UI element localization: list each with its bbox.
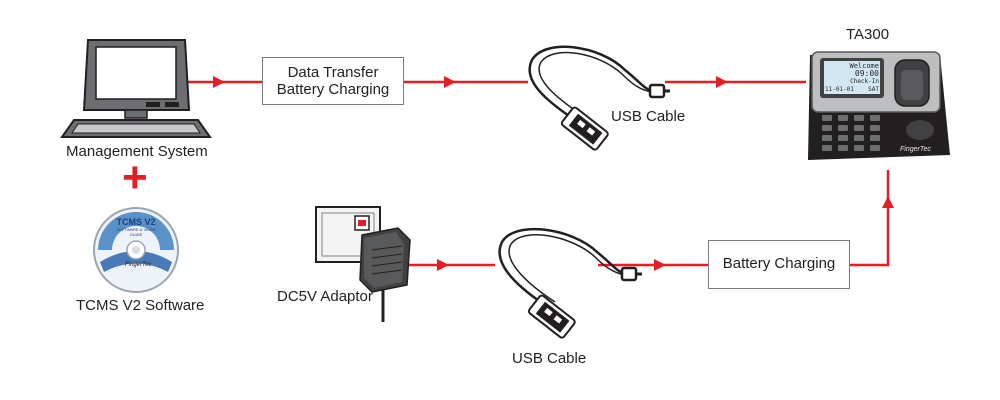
tcms-software-label: TCMS V2 Software (76, 297, 205, 314)
battery-charging-box: Battery Charging (708, 240, 850, 289)
screen-status: Check-In (850, 78, 879, 85)
cd-brand: TCMS V2 (116, 217, 156, 227)
cd-disc-icon (93, 207, 179, 293)
screen-date: 11-01-01 (825, 86, 854, 93)
cd-label: TCMS V2 SOFTWARE & VIDEO GUIDE (112, 217, 160, 238)
top-connector-line (187, 76, 806, 88)
device-maker: FingerTec (900, 146, 931, 153)
screen-day: SAT (868, 86, 879, 93)
screen-time: 09:00 (854, 69, 879, 78)
cd-maker: FingerTec (125, 262, 152, 268)
plus-sign: + (122, 153, 148, 202)
usb-cable-bottom-label: USB Cable (512, 350, 587, 367)
usb-cable-top-icon (528, 45, 670, 151)
battery-charging-label: Battery Charging (722, 255, 836, 272)
dc-adaptor-label: DC5V Adaptor (277, 288, 373, 305)
device-name-label: TA300 (846, 26, 890, 43)
usb-cable-bottom-icon (498, 227, 642, 339)
data-transfer-box: Data Transfer Battery Charging (262, 57, 404, 105)
bottom-connector-line (407, 170, 894, 271)
adaptor-icon (359, 227, 411, 322)
management-system-label: Management System (66, 143, 208, 160)
screen-line1: Welcome (849, 62, 879, 70)
computer-icon (60, 39, 212, 138)
usb-cable-top-label: USB Cable (611, 108, 686, 125)
data-transfer-line1: Data Transfer (287, 64, 379, 81)
device-screen: Welcome 09:00 Check-In 11-01-01 SAT (825, 62, 879, 93)
cd-subtitle: SOFTWARE & VIDEO GUIDE (116, 227, 156, 237)
ta300-device-icon (808, 51, 950, 160)
data-transfer-line2: Battery Charging (276, 81, 390, 98)
